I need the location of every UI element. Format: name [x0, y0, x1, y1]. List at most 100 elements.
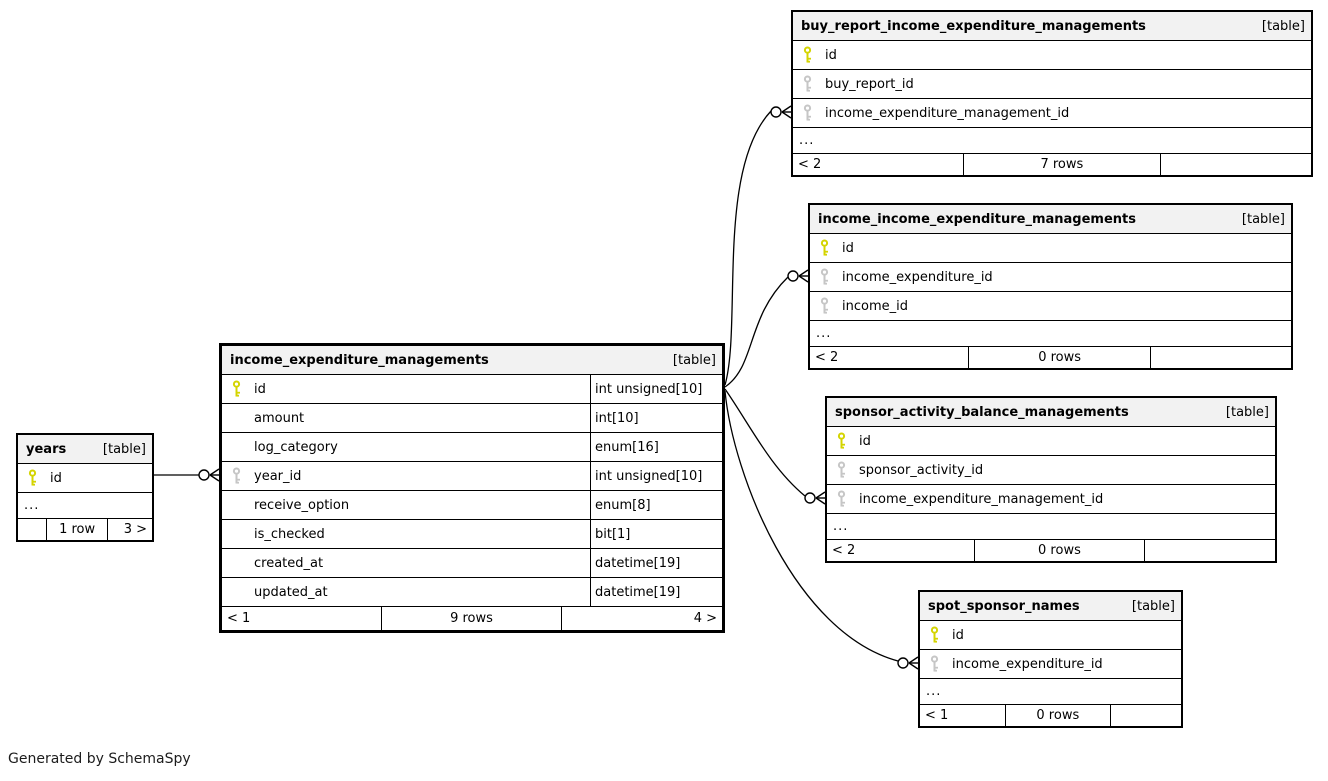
column-row-income_expenditure_id: income_expenditure_id: [810, 262, 1291, 291]
crow-foot-arrow-icon: [209, 474, 220, 482]
primary-key-icon: [837, 432, 846, 449]
edge-years.id-to-income_expenditure_managements.year_id: [154, 468, 220, 482]
crow-foot-arrow-icon: [815, 491, 826, 499]
crow-foot-arrow-icon: [781, 111, 792, 119]
edge-income_expenditure_managements.id-to-buy_report_income_expenditure_managements.income_expenditure_management_id: [724, 105, 792, 386]
key-icon-holder: [819, 297, 830, 315]
column-name-cell: is_checked: [222, 520, 590, 548]
column-row-income_id: income_id: [810, 291, 1291, 320]
table-type-badge: [table]: [1261, 18, 1305, 34]
footer-children-count: [1111, 705, 1181, 726]
zero-or-more-circle: [897, 657, 909, 669]
key-icon-holder: [929, 655, 940, 673]
table-header: spot_sponsor_names [table]: [920, 592, 1181, 620]
key-icon-holder: [929, 626, 940, 644]
column-name-cell: created_at: [222, 549, 590, 577]
key-icon-holder: [802, 75, 813, 93]
footer-parents-count: < 2: [810, 347, 969, 368]
column-name: income_expenditure_id: [842, 269, 993, 285]
column-name: income_id: [842, 298, 908, 314]
table-name[interactable]: spot_sponsor_names: [928, 598, 1080, 614]
key-icon-holder: [819, 239, 830, 257]
foreign-key-icon: [930, 655, 939, 672]
column-name-cell: receive_option: [222, 491, 590, 519]
column-name: updated_at: [254, 584, 328, 600]
column-type: int[10]: [590, 404, 722, 432]
table-sponsor_activity_balance_managements: sponsor_activity_balance_managements[tab…: [825, 396, 1277, 563]
table-name[interactable]: buy_report_income_expenditure_management…: [801, 18, 1146, 34]
foreign-key-icon: [820, 268, 829, 285]
crow-foot-arrow-icon: [798, 275, 809, 283]
column-row-id: id: [793, 40, 1311, 69]
column-row-income_expenditure_management_id: income_expenditure_management_id: [827, 484, 1275, 513]
footer-children-count: 3 >: [123, 522, 147, 537]
more-columns-ellipsis: ...: [810, 320, 1291, 346]
column-type: datetime[19]: [590, 578, 722, 606]
more-columns-ellipsis: ...: [827, 513, 1275, 539]
column-name: id: [825, 47, 837, 63]
column-row-id: id: [920, 620, 1181, 649]
crow-foot-arrow-icon: [908, 656, 919, 664]
table-type-badge: [table]: [102, 441, 146, 457]
table-name[interactable]: income_income_expenditure_managements: [818, 211, 1136, 227]
footer-parents-count: < 2: [827, 540, 975, 561]
column-type: enum[8]: [590, 491, 722, 519]
table-name[interactable]: income_expenditure_managements: [230, 352, 489, 368]
foreign-key-icon: [837, 490, 846, 507]
primary-key-icon: [820, 239, 829, 256]
footer-row-count: 7 rows: [964, 154, 1161, 175]
footer-children-count: [1161, 154, 1311, 175]
column-name: is_checked: [254, 526, 325, 542]
table-name[interactable]: sponsor_activity_balance_managements: [835, 404, 1129, 420]
table-type-badge: [table]: [672, 352, 716, 368]
column-name-cell: log_category: [222, 433, 590, 461]
key-icon-holder: [836, 490, 847, 508]
footer-parents-count: < 1: [222, 607, 382, 630]
column-row-id: id: [18, 463, 152, 492]
column-name-cell: id: [827, 427, 1275, 455]
column-name-cell: income_expenditure_id: [810, 263, 1291, 291]
column-type: datetime[19]: [590, 549, 722, 577]
table-type-badge: [table]: [1131, 598, 1175, 614]
footer-row-count: 0 rows: [969, 347, 1152, 368]
column-name-cell: income_expenditure_id: [920, 650, 1181, 678]
column-name-cell: income_expenditure_management_id: [793, 99, 1311, 127]
edge-income_expenditure_managements.id-to-income_income_expenditure_managements.income_expenditure_id: [724, 269, 809, 388]
footer-parents-count: < 2: [793, 154, 964, 175]
column-name: log_category: [254, 439, 338, 455]
table-type-badge: [table]: [1241, 211, 1285, 227]
footer-row-count: 0 rows: [975, 540, 1146, 561]
column-row-buy_report_id: buy_report_id: [793, 69, 1311, 98]
table-buy_report_income_expenditure_managements: buy_report_income_expenditure_management…: [791, 10, 1313, 177]
column-row-sponsor_activity_id: sponsor_activity_id: [827, 455, 1275, 484]
column-name-cell: id: [18, 464, 152, 492]
primary-key-icon: [930, 626, 939, 643]
primary-key-icon: [803, 46, 812, 63]
column-row-income_expenditure_management_id: income_expenditure_management_id: [793, 98, 1311, 127]
table-name[interactable]: years: [26, 441, 67, 457]
key-icon-holder: [231, 380, 242, 398]
foreign-key-icon: [820, 297, 829, 314]
key-icon-holder: [836, 432, 847, 450]
column-name-cell: year_id: [222, 462, 590, 490]
more-columns-ellipsis: ...: [920, 678, 1181, 704]
column-row-amount: amount int[10]: [222, 403, 722, 432]
column-name: amount: [254, 410, 305, 426]
column-name-cell: buy_report_id: [793, 70, 1311, 98]
footer-row-count: 0 rows: [1006, 705, 1111, 726]
column-name: year_id: [254, 468, 302, 484]
column-name-cell: income_id: [810, 292, 1291, 320]
zero-or-more-circle: [198, 469, 210, 481]
table-income_income_expenditure_managements: income_income_expenditure_managements [ta…: [808, 203, 1293, 370]
column-row-income_expenditure_id: income_expenditure_id: [920, 649, 1181, 678]
foreign-key-icon: [803, 75, 812, 92]
